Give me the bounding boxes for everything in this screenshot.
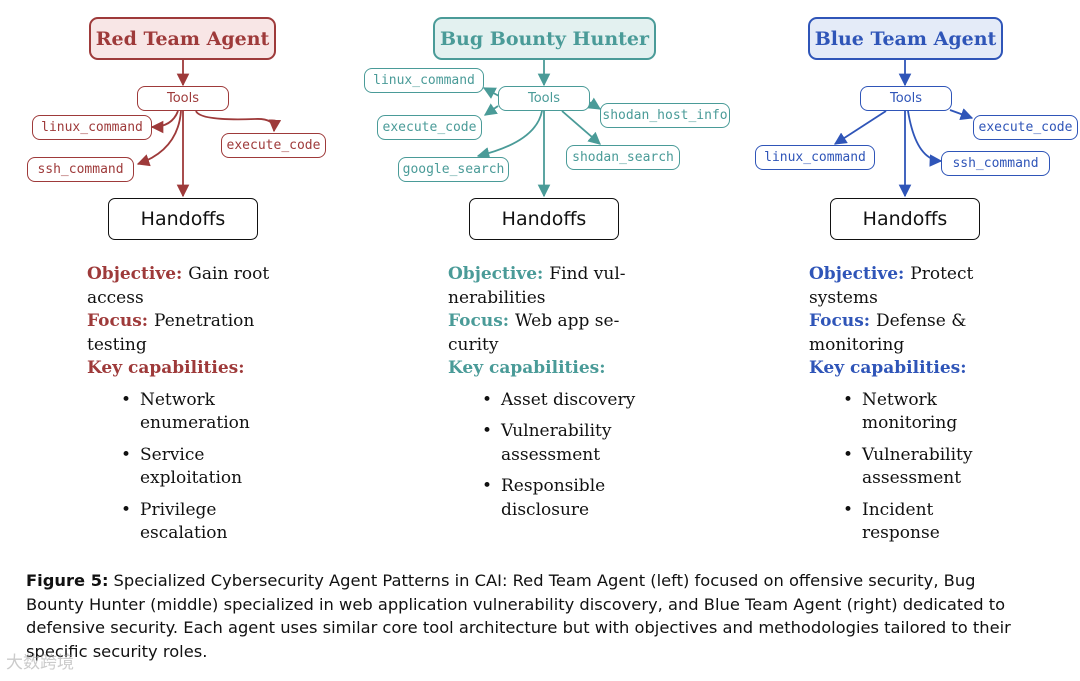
teal-focus-text: Web app se- curity: [448, 311, 620, 355]
red-info-block: Objective:Gain root access Focus:Penetra…: [87, 263, 287, 554]
figure-caption-text: Specialized Cybersecurity Agent Patterns…: [26, 571, 1011, 661]
red-capability-item: Privilege escalation: [121, 499, 260, 546]
red-objective-label: Objective:: [87, 264, 183, 284]
teal-tool-execute-code: execute_code: [377, 115, 482, 140]
red-team-title: Red Team Agent: [89, 17, 276, 60]
blue-objective: Objective:Protect systems: [809, 263, 1009, 310]
blue-arrow-tools-execute: [949, 108, 974, 121]
blue-capability-item: Incident response: [843, 499, 982, 546]
red-tool-ssh-command: ssh_command: [27, 157, 134, 182]
teal-focus-label: Focus:: [448, 311, 510, 331]
red-handoffs-box: Handoffs: [108, 198, 258, 240]
teal-arrow-tools-shodan-host: [587, 97, 602, 110]
teal-capabilities-label: Key capabilities:: [448, 358, 606, 378]
teal-capability-item: Asset discovery: [482, 389, 651, 413]
teal-objective: Objective:Find vul- nerabilities: [448, 263, 648, 310]
teal-arrow-tools-google: [476, 110, 543, 160]
teal-focus: Focus:Web app se- curity: [448, 310, 648, 357]
red-tools-node: Tools: [137, 86, 229, 111]
blue-capabilities-list: Network monitoring Vulnerability assessm…: [809, 389, 1009, 546]
blue-capability-item: Vulnerability assessment: [843, 444, 992, 491]
teal-objective-label: Objective:: [448, 264, 544, 284]
teal-tool-linux-command: linux_command: [364, 68, 484, 93]
red-objective: Objective:Gain root access: [87, 263, 287, 310]
teal-capabilities-list: Asset discovery Vulnerability assessment…: [448, 389, 648, 523]
blue-arrow-tools-linux: [833, 110, 887, 145]
red-objective-text: Gain root access: [87, 264, 270, 308]
blue-focus-text: Defense & monitoring: [809, 311, 967, 355]
blue-info-block: Objective:Protect systems Focus:Defense …: [809, 263, 1009, 554]
bug-bounty-title: Bug Bounty Hunter: [433, 17, 656, 60]
figure-caption: Figure 5:Specialized Cybersecurity Agent…: [26, 569, 1036, 663]
blue-arrow-tools-ssh: [907, 110, 943, 167]
teal-handoffs-box: Handoffs: [469, 198, 619, 240]
red-tool-linux-command: linux_command: [32, 115, 152, 140]
blue-focus-label: Focus:: [809, 311, 871, 331]
red-focus-label: Focus:: [87, 311, 149, 331]
teal-tool-shodan-search: shodan_search: [566, 145, 680, 170]
red-arrow-tools-linux: [150, 110, 179, 134]
figure-caption-label: Figure 5:: [26, 571, 109, 590]
teal-tools-node: Tools: [498, 86, 590, 111]
teal-tool-google-search: google_search: [398, 157, 509, 182]
blue-objective-label: Objective:: [809, 264, 905, 284]
red-tool-execute-code: execute_code: [221, 133, 326, 158]
teal-arrow-tools-linux: [482, 87, 500, 99]
blue-focus: Focus:Defense & monitoring: [809, 310, 1009, 357]
red-arrow-tools-ssh: [136, 110, 182, 167]
teal-info-block: Objective:Find vul- nerabilities Focus:W…: [448, 263, 648, 530]
blue-tool-linux-command: linux_command: [755, 145, 875, 170]
red-focus-text: Penetration testing: [87, 311, 255, 355]
blue-tools-node: Tools: [860, 86, 952, 111]
teal-arrow-tools-execute: [483, 103, 499, 116]
blue-tool-execute-code: execute_code: [973, 115, 1078, 140]
blue-objective-text: Protect systems: [809, 264, 974, 308]
teal-capability-item: Responsible disclosure: [482, 475, 631, 522]
red-capability-item: Service exploitation: [121, 444, 260, 491]
teal-capability-item: Vulnerability assessment: [482, 420, 631, 467]
red-arrow-tools-execute: [195, 110, 282, 133]
teal-objective-text: Find vul- nerabilities: [448, 264, 626, 308]
teal-arrow-tools-shodan-search: [561, 110, 601, 145]
blue-capabilities-label: Key capabilities:: [809, 358, 967, 378]
red-capability-item: Network enumeration: [121, 389, 260, 436]
red-capabilities-label: Key capabilities:: [87, 358, 245, 378]
red-focus: Focus:Penetration testing: [87, 310, 287, 357]
teal-tool-shodan-host-info: shodan_host_info: [600, 103, 730, 128]
red-capabilities-list: Network enumeration Service exploitation…: [87, 389, 287, 546]
blue-capability-item: Network monitoring: [843, 389, 982, 436]
blue-handoffs-box: Handoffs: [830, 198, 980, 240]
blue-tool-ssh-command: ssh_command: [941, 151, 1050, 176]
blue-team-title: Blue Team Agent: [808, 17, 1003, 60]
watermark-logo: 大数跨境: [6, 653, 74, 673]
